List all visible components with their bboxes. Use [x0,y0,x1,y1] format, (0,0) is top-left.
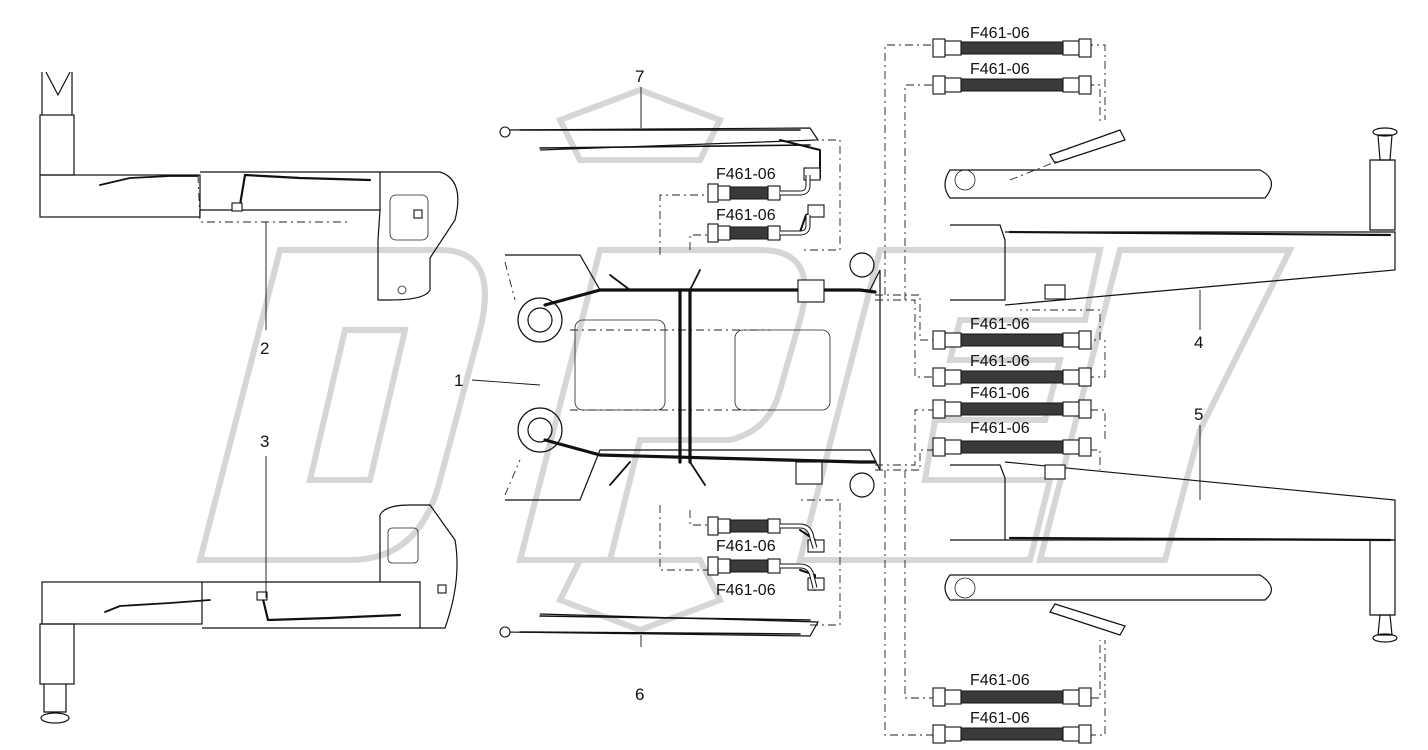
hose-top-1 [932,38,1092,58]
callout-5: 5 [1194,405,1203,424]
hose-mid-1 [932,330,1092,350]
hose-label-top-2: F461-06 [970,61,1030,78]
hose-label-center-upper-1: F461-06 [716,166,776,183]
cylinder-upper-middle [499,126,841,251]
hose-mid-2 [932,367,1092,387]
hose-label-top-1: F461-06 [970,25,1030,42]
hose-label-center-upper-2: F461-06 [716,207,776,224]
hose-label-mid-2: F461-06 [970,353,1030,370]
hose-label-mid-1: F461-06 [970,316,1030,333]
callout-3: 3 [260,432,269,451]
outrigger-upper-left [39,71,459,301]
callout-4: 4 [1194,333,1203,352]
hose-mid-3 [932,399,1092,419]
hose-top-2 [932,75,1092,95]
hose-label-center-lower-1: F461-06 [716,538,776,555]
callout-2: 2 [260,339,269,358]
hose-label-bottom-2: F461-06 [970,710,1030,727]
central-frame [504,252,881,501]
callout-6: 6 [635,685,644,704]
hose-bottom-2 [932,724,1092,744]
hose-label-center-lower-2: F461-06 [716,582,776,599]
hose-bottom-1 [932,687,1092,707]
hose-center-lower-2 [707,556,818,589]
outrigger-lower-left [39,504,458,724]
callout-1: 1 [454,371,463,390]
hose-center-upper-2 [707,215,811,243]
callout-7: 7 [635,67,644,86]
watermark-logo [196,86,1295,634]
hose-routing-lines [659,44,1106,736]
hose-center-upper-1 [707,175,811,203]
outrigger-upper-right [944,127,1398,306]
hose-center-lower-1 [707,516,818,549]
hose-label-bottom-1: F461-06 [970,672,1030,689]
hose-label-mid-3: F461-06 [970,385,1030,402]
hose-mid-4 [932,437,1092,457]
outrigger-lower-right [944,461,1398,643]
hose-label-mid-4: F461-06 [970,420,1030,437]
